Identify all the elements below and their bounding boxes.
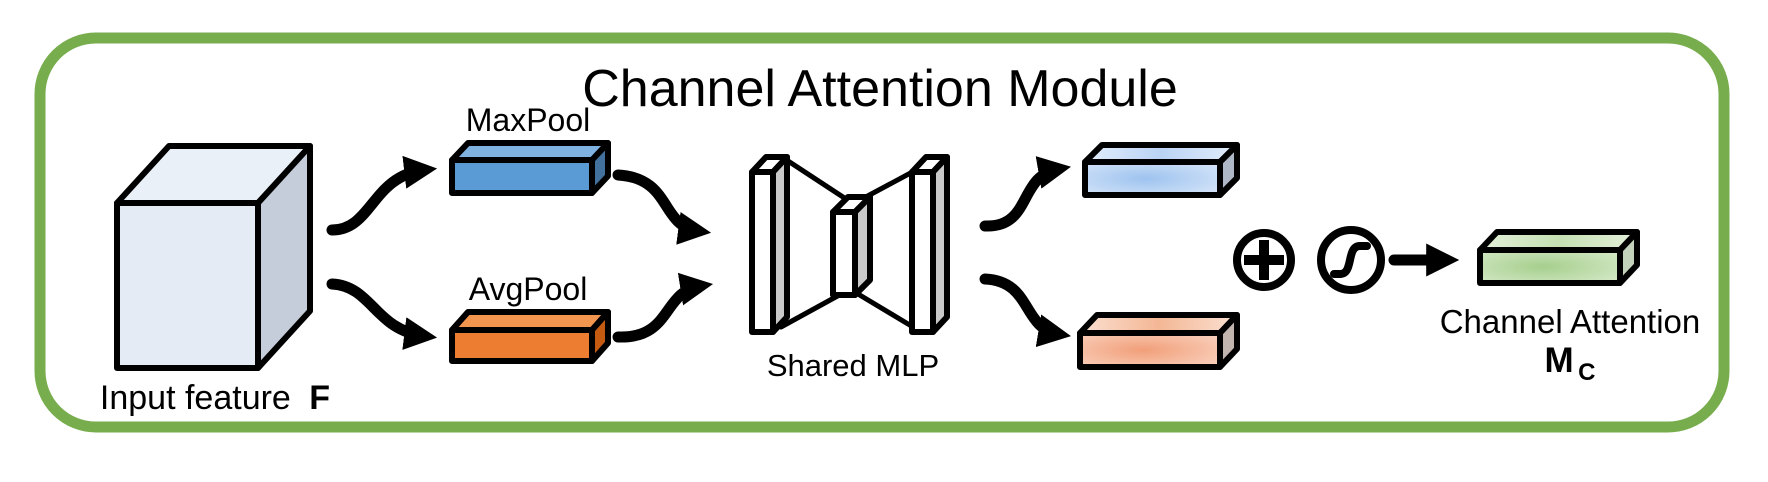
channel-attention-symbol: M C <box>1545 341 1596 386</box>
mlp-link-top-left <box>782 156 849 202</box>
arrow-avgpool-to-mlp <box>612 272 714 343</box>
mlp-link-bottom-left <box>778 290 846 330</box>
channel-attention-vector <box>1477 229 1640 286</box>
arrow-cube-to-maxpool <box>326 155 438 236</box>
add-icon <box>1233 229 1295 291</box>
arrow-mlp-to-max-output <box>979 156 1071 232</box>
arrow-mlp-to-avg-output <box>979 273 1072 347</box>
mlp-output-layer-front <box>909 169 936 335</box>
maxpool-bar <box>449 140 611 196</box>
avgpool-front-face <box>449 327 595 364</box>
mlp-hidden-layer-front <box>830 209 858 298</box>
shared-mlp-label: Shared MLP <box>767 348 939 383</box>
sigmoid-icon <box>1317 226 1385 294</box>
arrow-maxpool-to-mlp <box>612 169 712 245</box>
channel-attention-label: Channel Attention <box>1440 303 1701 340</box>
input-feature-label: Input feature F <box>100 379 330 417</box>
mlp-input-layer <box>749 154 790 335</box>
attention-front-face <box>1477 247 1623 286</box>
input-feature-label-text: Input feature <box>100 379 291 417</box>
max-output-front-face <box>1082 159 1223 198</box>
mlp-input-layer-front <box>749 169 776 335</box>
shared-mlp <box>749 154 950 335</box>
module-title: Channel Attention Module <box>582 60 1178 118</box>
avg-output-vector <box>1077 312 1240 370</box>
add-icon-circle <box>1233 229 1295 291</box>
module-border <box>34 32 1730 433</box>
avgpool-label: AvgPool <box>469 271 588 307</box>
mlp-hidden-layer <box>830 194 873 298</box>
sigmoid-icon-circle <box>1317 226 1385 294</box>
input-feature-symbol: F <box>309 379 330 417</box>
avg-output-front-face <box>1077 330 1223 370</box>
mlp-link-bottom-right <box>855 291 916 330</box>
maxpool-front-face <box>449 157 595 196</box>
avgpool-bar <box>449 309 611 364</box>
max-output-vector <box>1082 142 1240 198</box>
channel-attention-symbol-m: M <box>1545 341 1574 380</box>
input-feature-cube <box>114 143 313 371</box>
sigmoid-icon-curve <box>1330 242 1371 278</box>
channel-attention-symbol-subscript: C <box>1578 359 1595 386</box>
cube-front-face <box>114 200 261 371</box>
mlp-output-layer <box>909 154 950 335</box>
mlp-link-top-right <box>859 166 921 202</box>
maxpool-label: MaxPool <box>466 102 591 138</box>
arrow-cube-to-avgpool <box>326 278 438 350</box>
